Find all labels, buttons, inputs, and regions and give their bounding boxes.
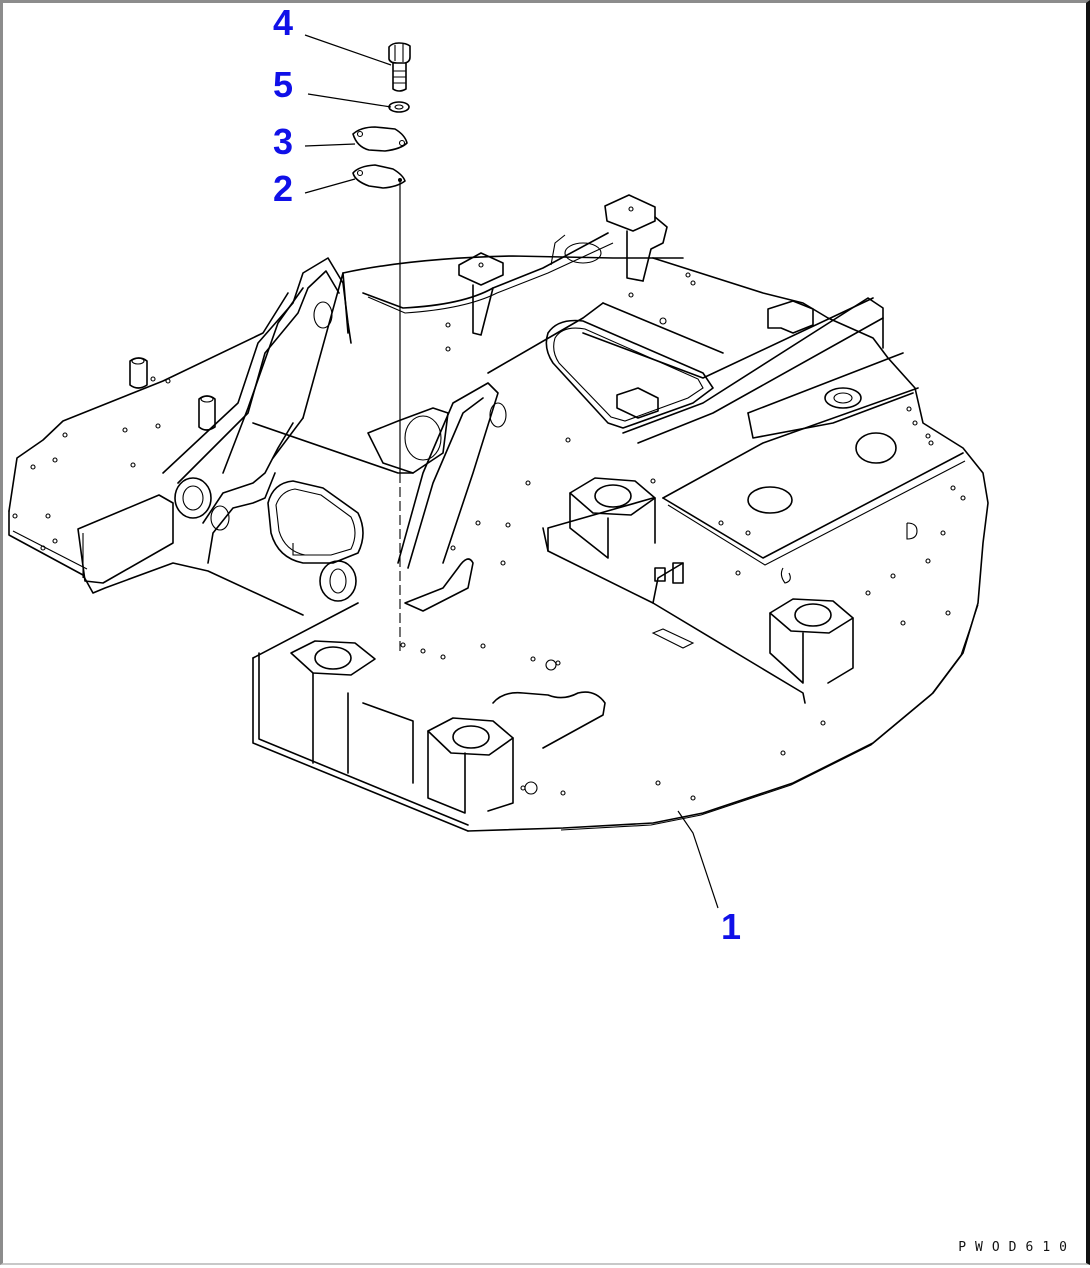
gasket-part <box>352 164 406 189</box>
mounting-holes <box>12 272 966 801</box>
callout-1-revolving-frame[interactable]: 1 <box>721 906 742 947</box>
pedestal-right <box>769 598 854 684</box>
callout-3-cover-plate[interactable]: 3 <box>273 121 294 162</box>
callout-2-gasket[interactable]: 2 <box>273 168 294 209</box>
revolving-frame-drawing <box>8 34 989 909</box>
callout-5-washer[interactable]: 5 <box>273 64 294 105</box>
callout-4-bolt[interactable]: 4 <box>273 2 294 43</box>
cover-plate-part <box>352 126 408 152</box>
pedestal-upper <box>569 477 656 559</box>
drawing-code: PWOD610 <box>958 1240 1076 1255</box>
bolt-part <box>388 42 411 92</box>
frame-outline <box>8 194 989 832</box>
washer-part <box>388 101 410 113</box>
pedestal-front-center <box>362 702 514 814</box>
pedestal-front-left <box>252 602 469 832</box>
